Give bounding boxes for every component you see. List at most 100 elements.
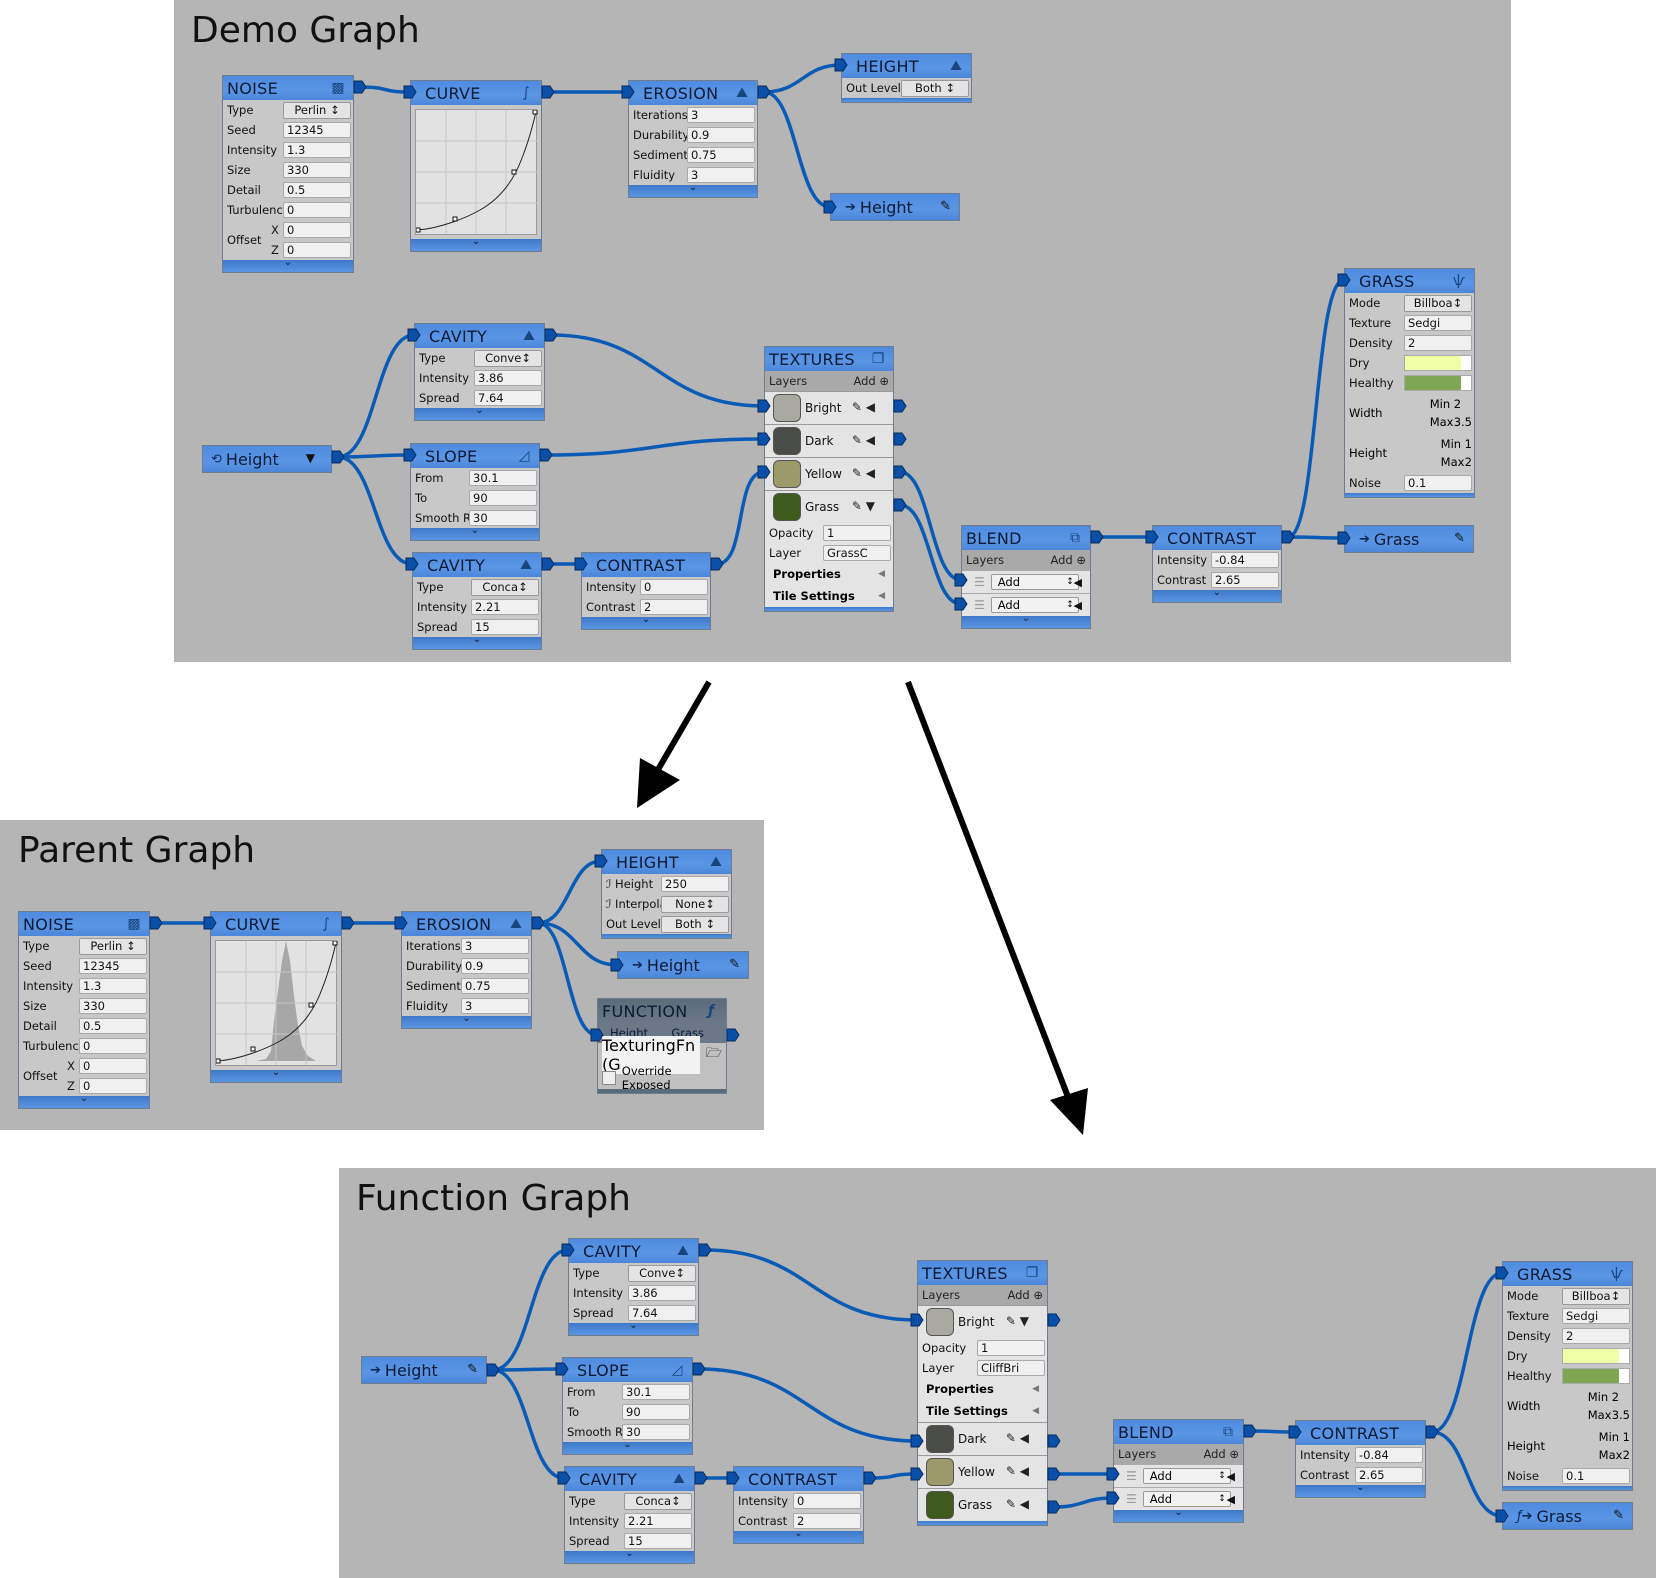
texture-layer-bright[interactable]: Bright✎ ▼ xyxy=(918,1305,1047,1338)
drag-handle-icon[interactable]: ☰ xyxy=(1126,1492,1137,1506)
field-input[interactable]: 30 xyxy=(622,1424,690,1440)
height-max-field[interactable]: 2 xyxy=(1464,455,1472,469)
field-input[interactable]: 3 xyxy=(687,167,755,183)
height-output-node[interactable]: ➔Height ✎ xyxy=(617,951,749,979)
texture-thumbnail[interactable] xyxy=(773,460,801,488)
expand-chevron-icon[interactable]: ⌄ xyxy=(470,525,480,536)
noise-field[interactable]: 0.1 xyxy=(1404,475,1472,491)
edit-pencil-icon[interactable]: ✎ xyxy=(851,400,862,414)
blend-layer-row[interactable]: ☰Add◀ xyxy=(962,570,1090,593)
width-max-field[interactable]: 3.5 xyxy=(1453,415,1472,429)
expand-chevron-icon[interactable]: ⌄ xyxy=(79,1093,89,1104)
curve-node[interactable]: CURVE∫ ⌄ xyxy=(410,80,542,252)
expand-chevron-icon[interactable]: ⌄ xyxy=(1021,613,1031,624)
blend-mode-select[interactable]: Add xyxy=(990,597,1079,613)
expand-chevron-icon[interactable]: ⌄ xyxy=(794,1528,803,1539)
edit-pencil-icon[interactable]: ✎ xyxy=(851,499,862,513)
field-input[interactable]: 3 xyxy=(687,107,755,123)
properties-foldout[interactable]: Properties◀ xyxy=(765,563,893,585)
expand-chevron-icon[interactable]: ⌄ xyxy=(688,182,698,193)
field-input[interactable]: 2 xyxy=(640,599,708,615)
field-input[interactable]: 0.5 xyxy=(79,1018,147,1034)
field-input[interactable]: 0 xyxy=(793,1493,861,1509)
expand-chevron-icon[interactable]: ⌄ xyxy=(629,1320,638,1331)
height-min-field[interactable]: 1 xyxy=(1464,437,1472,451)
collapsed-triangle-icon[interactable]: ◀ xyxy=(1226,1469,1235,1483)
texture-thumbnail[interactable] xyxy=(926,1458,954,1486)
curve-editor[interactable] xyxy=(415,109,538,235)
curve-point[interactable] xyxy=(511,169,517,175)
blend-layer-row[interactable]: ☰Add◀ xyxy=(1114,1487,1243,1510)
expand-chevron-icon[interactable]: ⌄ xyxy=(472,634,482,645)
texture-thumbnail[interactable] xyxy=(773,427,801,455)
field-input[interactable]: 1.3 xyxy=(79,978,147,994)
offset-x-field[interactable]: 0 xyxy=(283,222,351,238)
texture-thumbnail[interactable] xyxy=(773,394,801,422)
height-output-node[interactable]: ➔Height ✎ xyxy=(830,193,960,221)
curve-point[interactable] xyxy=(308,1002,314,1008)
height-input-node[interactable]: ➔Height ✎ xyxy=(361,1356,487,1384)
terrain-layer-field[interactable]: CliffBri xyxy=(977,1360,1045,1376)
field-input[interactable]: 3.86 xyxy=(628,1285,696,1301)
collapsed-triangle-icon[interactable]: ◀ xyxy=(1019,1464,1029,1478)
field-input[interactable]: 15 xyxy=(471,619,539,635)
expand-chevron-icon[interactable]: ⌄ xyxy=(625,1548,634,1559)
mode-select[interactable]: Billboa↕ xyxy=(1404,294,1472,312)
field-input[interactable]: 7.64 xyxy=(628,1305,696,1321)
grass-output-node[interactable]: ➔Grass ✎ xyxy=(1344,525,1474,553)
edit-pencil-icon[interactable]: ✎ xyxy=(940,199,951,214)
mode-select[interactable]: Billboa↕ xyxy=(1562,1287,1630,1305)
folder-open-icon[interactable]: 🗁 xyxy=(705,1046,722,1061)
blend-mode-select[interactable]: Add xyxy=(1142,1468,1231,1484)
drag-handle-icon[interactable]: ☰ xyxy=(974,598,985,612)
height-max-field[interactable]: 2 xyxy=(1622,1448,1630,1462)
texture-layer-yellow[interactable]: Yellow✎ ◀ xyxy=(918,1455,1047,1488)
texture-thumbnail[interactable] xyxy=(926,1425,954,1453)
field-input[interactable]: 3.86 xyxy=(474,370,542,386)
curve-editor[interactable] xyxy=(215,940,338,1066)
blend-mode-select[interactable]: Add xyxy=(990,574,1079,590)
field-input[interactable]: 2.21 xyxy=(624,1513,692,1529)
field-input[interactable]: 0 xyxy=(79,1038,147,1054)
edit-pencil-icon[interactable]: ✎ xyxy=(1454,531,1465,546)
field-input[interactable]: 12345 xyxy=(283,122,351,138)
field-input[interactable]: 30.1 xyxy=(469,470,537,486)
field-input[interactable]: 3 xyxy=(461,938,529,954)
curve-point[interactable] xyxy=(250,1046,256,1052)
field-input[interactable]: 0.9 xyxy=(687,127,755,143)
expand-chevron-icon[interactable]: ⌄ xyxy=(271,1067,281,1078)
drag-handle-icon[interactable]: ☰ xyxy=(1126,1469,1137,1483)
width-max-field[interactable]: 3.5 xyxy=(1611,1408,1630,1422)
field-input[interactable]: 0 xyxy=(640,579,708,595)
edit-pencil-icon[interactable]: ✎ xyxy=(729,957,740,972)
field-select[interactable]: Conca↕ xyxy=(624,1492,692,1510)
field-input[interactable]: 2 xyxy=(793,1513,861,1529)
density-field[interactable]: 2 xyxy=(1562,1328,1630,1344)
density-field[interactable]: 2 xyxy=(1404,335,1472,351)
opacity-field[interactable]: 1 xyxy=(977,1340,1045,1356)
field-input[interactable]: 0.9 xyxy=(461,958,529,974)
collapsed-triangle-icon[interactable]: ◀ xyxy=(1073,575,1082,589)
edit-pencil-icon[interactable]: ✎ xyxy=(467,1362,478,1377)
edit-pencil-icon[interactable]: ✎ xyxy=(1005,1497,1016,1511)
blend-mode-select[interactable]: Add xyxy=(1142,1491,1231,1507)
expand-chevron-icon[interactable]: ⌄ xyxy=(471,236,481,247)
curve-point[interactable] xyxy=(415,227,421,233)
texture-layer-dark[interactable]: Dark✎ ◀ xyxy=(765,424,893,457)
field-input[interactable]: 12345 xyxy=(79,958,147,974)
field-select[interactable]: Perlin ↕ xyxy=(283,101,351,119)
